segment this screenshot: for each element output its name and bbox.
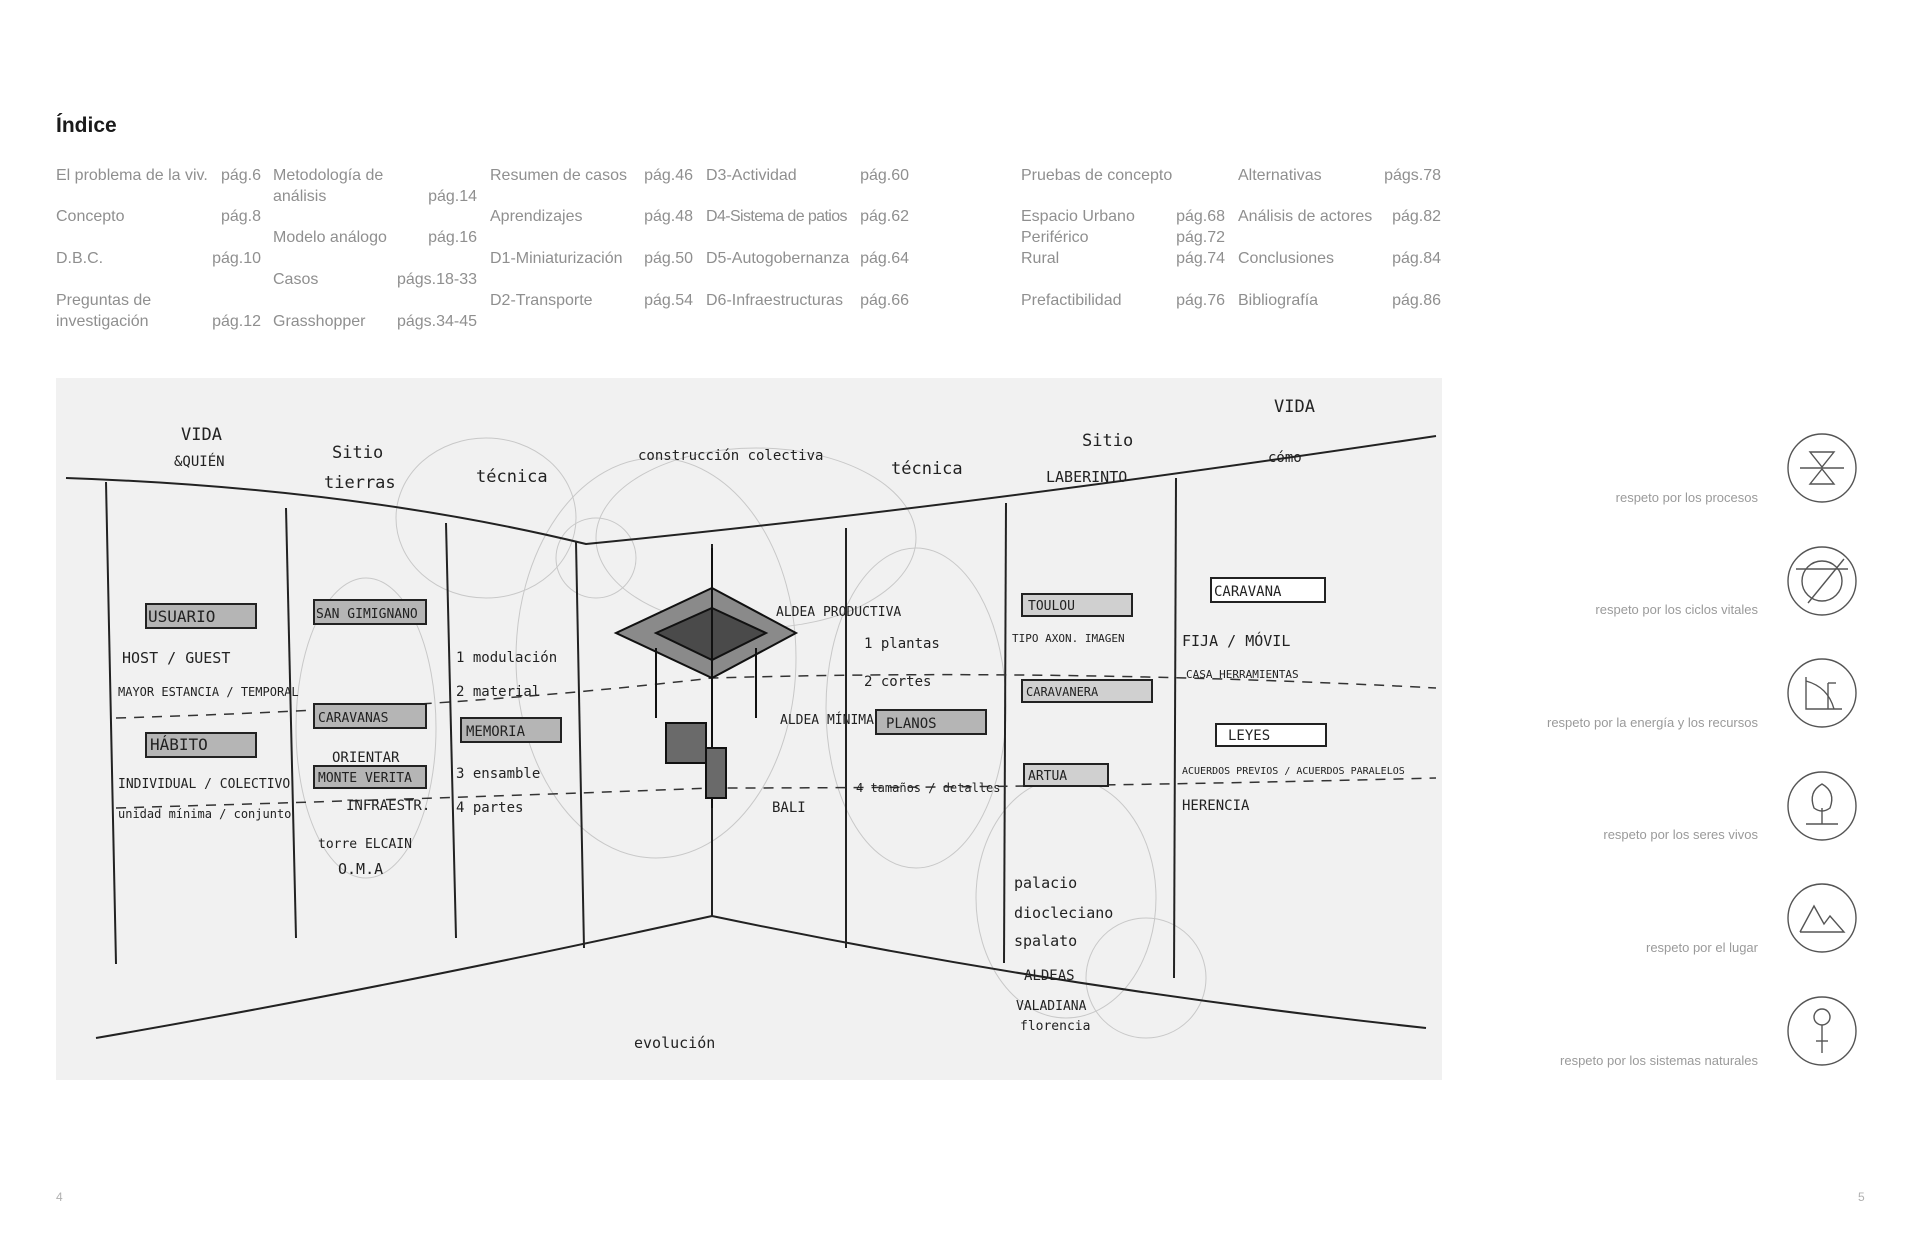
sketch-text: tierras [324, 473, 396, 493]
sketch-text: construcción colectiva [638, 448, 823, 464]
legend-label: respeto por la energía y los recursos [1547, 715, 1758, 730]
legend-label: respeto por los seres vivos [1603, 827, 1758, 842]
cycle-icon [1786, 545, 1858, 617]
sketch-text: USUARIO [148, 607, 215, 626]
sketch-text: SAN GIMIGNANO [316, 607, 418, 622]
sketch-text: TOULOU [1028, 599, 1075, 614]
sketch-text: cómo [1268, 450, 1302, 466]
sketch-text: 1 plantas [864, 636, 940, 652]
sketch-text: 3 ensamble [456, 766, 540, 782]
sketch-text: ACUERDOS PREVIOS / ACUERDOS PARALELOS [1182, 766, 1405, 777]
sketch-text: MEMORIA [466, 724, 526, 740]
sketch-text: palacio [1014, 874, 1077, 892]
sketch-text: 4 tamaños / detalles [856, 781, 1001, 795]
sketch-text: 2 cortes [864, 674, 931, 690]
sketch-text: ALDEA MÍNIMA [780, 712, 874, 728]
sketch-text: ARTUA [1028, 769, 1067, 784]
sketch-text: VALADIANA [1016, 999, 1087, 1014]
mountain-icon [1786, 882, 1858, 954]
legend-label: respeto por los ciclos vitales [1595, 602, 1758, 617]
sketch-text: técnica [891, 459, 963, 479]
concept-sketch: VIDA &QUIÉN Sitio tierras técnica constr… [56, 378, 1442, 1080]
sketch-text: LEYES [1228, 728, 1270, 744]
legend-label: respeto por el lugar [1646, 940, 1758, 955]
sketch-text: Sitio [332, 443, 383, 463]
sketch-text: CARAVANAS [318, 711, 388, 726]
sketch-text: CASA HERRAMIENTAS [1186, 668, 1299, 681]
sketch-text: &QUIÉN [174, 453, 225, 470]
person-icon [1786, 995, 1858, 1067]
sketch-text: MONTE VERITA [318, 771, 412, 786]
legend-label: respeto por los sistemas naturales [1560, 1053, 1758, 1068]
energy-icon [1786, 657, 1858, 729]
sketch-text: FIJA / MÓVIL [1182, 631, 1290, 650]
sketch-text: CARAVANA [1214, 584, 1282, 600]
index-title: Índice [56, 114, 117, 138]
sketch-text: 1 modulación [456, 650, 557, 666]
sketch-text: diocleciano [1014, 904, 1113, 922]
legend-label: respeto por los procesos [1616, 490, 1758, 505]
sketch-text: florencia [1020, 1019, 1090, 1034]
sketch-text: spalato [1014, 932, 1077, 950]
page-number-right: 5 [1858, 1190, 1865, 1204]
sketch-text: evolución [634, 1034, 715, 1052]
sketch-text: Sitio [1082, 431, 1133, 451]
sketch-text: HERENCIA [1182, 798, 1250, 814]
sketch-text: HOST / GUEST [122, 649, 230, 667]
sketch-text: TIPO AXON. IMAGEN [1012, 632, 1125, 645]
sketch-text: técnica [476, 467, 548, 487]
sketch-text: MAYOR ESTANCIA / TEMPORAL [118, 685, 299, 699]
toc-entry[interactable]: Preguntas de investigación pág.12 [56, 290, 261, 332]
page-number-left: 4 [56, 1190, 63, 1204]
sketch-text: INFRAESTR. [346, 798, 430, 814]
sketch-text: torre ELCAIN [318, 837, 412, 852]
sketch-text: CARAVANERA [1026, 685, 1099, 699]
hourglass-icon [1786, 432, 1858, 504]
sketch-text: VIDA [1274, 397, 1315, 417]
tree-icon [1786, 770, 1858, 842]
sketch-text: ORIENTAR [332, 750, 400, 766]
sketch-text: INDIVIDUAL / COLECTIVO [118, 777, 290, 792]
sketch-text: O.M.A [338, 860, 383, 878]
sketch-text: ALDEAS [1024, 968, 1075, 984]
sketch-text: PLANOS [886, 716, 937, 732]
sketch-text: 4 partes [456, 800, 523, 816]
sketch-text: ALDEA PRODUCTIVA [776, 605, 901, 620]
sketch-text: HÁBITO [150, 735, 208, 754]
sketch-text: BALI [772, 800, 806, 816]
sketch-text: VIDA [181, 425, 222, 445]
sketch-text: 2 material [456, 684, 540, 700]
toc-entry[interactable]: Metodología de análisis pág.14 [273, 165, 477, 207]
sketch-text: unidad mínima / conjunto [118, 807, 291, 821]
sketch-text: LABERINTO [1046, 468, 1127, 486]
